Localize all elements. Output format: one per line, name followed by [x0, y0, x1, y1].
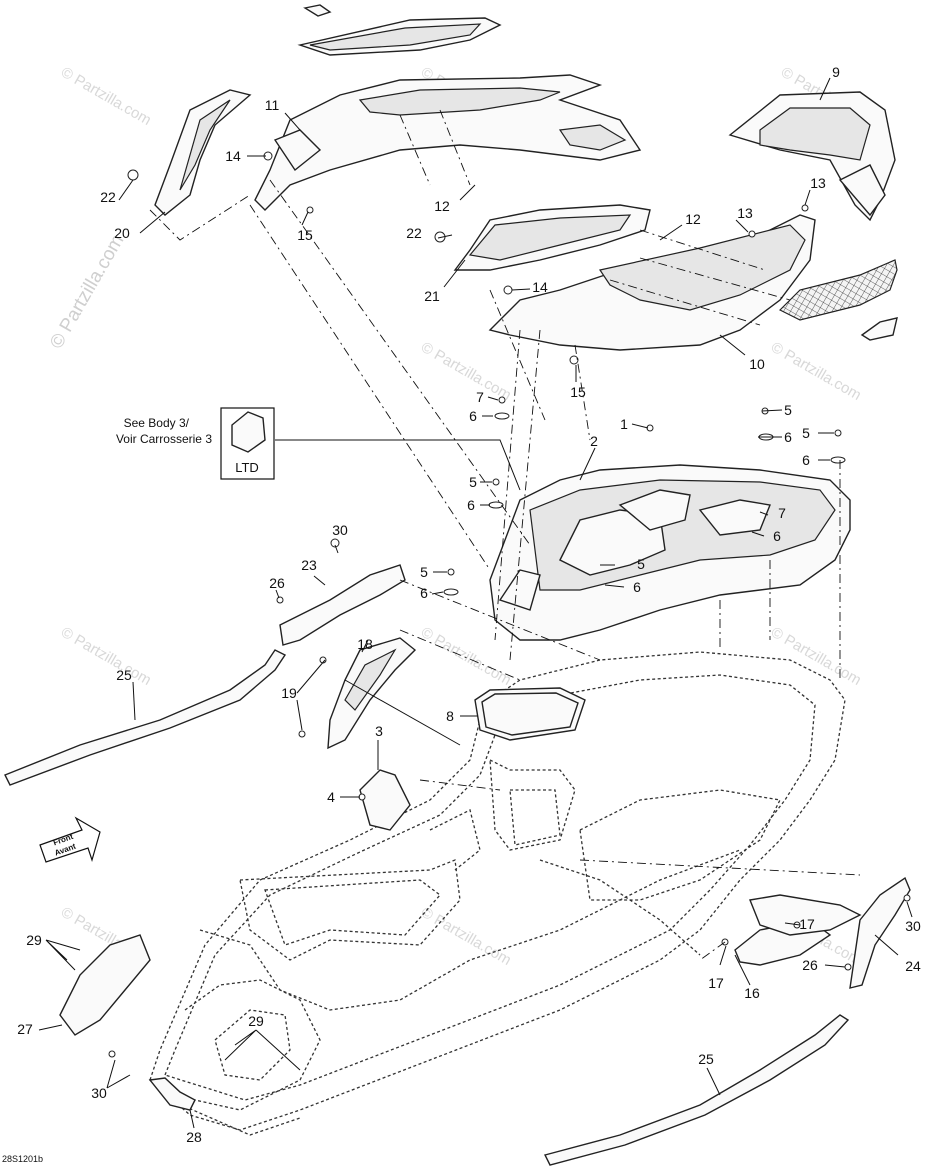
label-29-left: 29 — [26, 932, 42, 948]
watermark-10: © Partzilla.com — [418, 904, 514, 969]
label-5-right-a: 5 — [784, 402, 792, 418]
label-14-lower: 14 — [532, 279, 548, 295]
label-4: 4 — [327, 789, 335, 805]
label-13-right: 13 — [810, 175, 826, 191]
label-23: 23 — [301, 557, 317, 573]
part-23-side-trim — [279, 564, 406, 646]
label-18: 18 — [357, 636, 373, 652]
label-26-left: 26 — [269, 575, 285, 591]
label-26-right: 26 — [802, 957, 818, 973]
label-2: 2 — [590, 433, 598, 449]
callout-line1: See Body 3/ — [124, 416, 190, 430]
part-25-right-rub-rail — [543, 1014, 850, 1166]
label-28: 28 — [186, 1129, 202, 1145]
watermark-4: © Partzilla.com — [418, 339, 514, 404]
part-24-rear-panel — [849, 876, 911, 989]
label-6-left: 6 — [420, 585, 428, 601]
label-15-upper: 15 — [297, 227, 313, 243]
part-labels: 11 14 22 20 15 12 9 13 13 12 22 21 14 10… — [17, 64, 921, 1145]
label-25-left: 25 — [116, 667, 132, 683]
front-arrow: Front Avant — [39, 816, 101, 863]
label-12-left: 12 — [434, 198, 450, 214]
label-5-left: 5 — [420, 564, 428, 580]
label-27: 27 — [17, 1021, 33, 1037]
label-6-mid: 6 — [467, 497, 475, 513]
label-6-right-c: 6 — [773, 528, 781, 544]
label-16: 16 — [744, 985, 760, 1001]
watermark-8: © Partzilla.com — [768, 624, 864, 689]
part-21-front-wedge — [453, 204, 651, 271]
label-5-center: 5 — [637, 556, 645, 572]
watermark-1: © Partzilla.com — [58, 64, 154, 129]
part-20-side-panel — [154, 89, 252, 216]
label-7-right: 7 — [778, 505, 786, 521]
label-11: 11 — [265, 97, 280, 113]
part-25-left-rub-rail — [4, 649, 287, 786]
label-20: 20 — [114, 225, 130, 241]
label-17-lower: 17 — [708, 975, 724, 991]
label-14-upper: 14 — [225, 148, 241, 164]
label-25-right: 25 — [698, 1051, 714, 1067]
part-10-nose-cover — [488, 214, 816, 351]
part-3-bracket — [359, 769, 411, 831]
watermark-main: © Partzilla.com — [46, 231, 128, 352]
watermark-6: © Partzilla.com — [58, 624, 154, 689]
label-12-right: 12 — [685, 211, 701, 227]
label-22-lower: 22 — [406, 225, 422, 241]
label-17-right: 17 — [799, 916, 815, 932]
label-30-upper: 30 — [332, 522, 348, 538]
label-22-upper: 22 — [100, 189, 116, 205]
part-16-side-panel — [734, 894, 862, 966]
part-11-upper-cover — [254, 4, 642, 211]
callout-badge: LTD — [235, 460, 259, 475]
assembly-lines — [149, 109, 861, 961]
drawing-code: 28S1201b — [2, 1154, 43, 1164]
label-15-lower: 15 — [570, 384, 586, 400]
label-1: 1 — [620, 416, 628, 432]
part-27-left-panel — [59, 934, 151, 1036]
label-30-left: 30 — [91, 1085, 107, 1101]
label-8: 8 — [446, 708, 454, 724]
part-28-rear-trim — [148, 1077, 196, 1111]
label-24: 24 — [905, 958, 921, 974]
label-13-left: 13 — [737, 205, 753, 221]
label-19: 19 — [281, 685, 297, 701]
part-9-storage-lid — [728, 91, 896, 222]
callout-line2: Voir Carrosserie 3 — [116, 432, 212, 446]
label-5-mid: 5 — [469, 474, 477, 490]
label-6-center: 6 — [633, 579, 641, 595]
grille-part — [778, 259, 898, 341]
label-10: 10 — [749, 356, 765, 372]
label-3: 3 — [375, 723, 383, 739]
watermark-7: © Partzilla.com — [418, 624, 514, 689]
label-6-right-a: 6 — [784, 429, 792, 445]
label-5-right-b: 5 — [802, 425, 810, 441]
label-6-right-b: 6 — [802, 452, 810, 468]
see-body-callout: See Body 3/ Voir Carrosserie 3 LTD — [116, 407, 275, 480]
leader-lines — [38, 77, 913, 1129]
label-6-upper: 6 — [469, 408, 477, 424]
part-8-seal-frame — [474, 687, 586, 741]
watermark-5: © Partzilla.com — [768, 339, 864, 404]
label-9: 9 — [832, 64, 840, 80]
part-2-deck-structure — [489, 464, 851, 641]
label-21: 21 — [424, 288, 440, 304]
label-30-right: 30 — [905, 918, 921, 934]
part-18-side-panel — [327, 637, 417, 750]
label-7-upper: 7 — [476, 389, 484, 405]
label-29-center: 29 — [248, 1013, 264, 1029]
